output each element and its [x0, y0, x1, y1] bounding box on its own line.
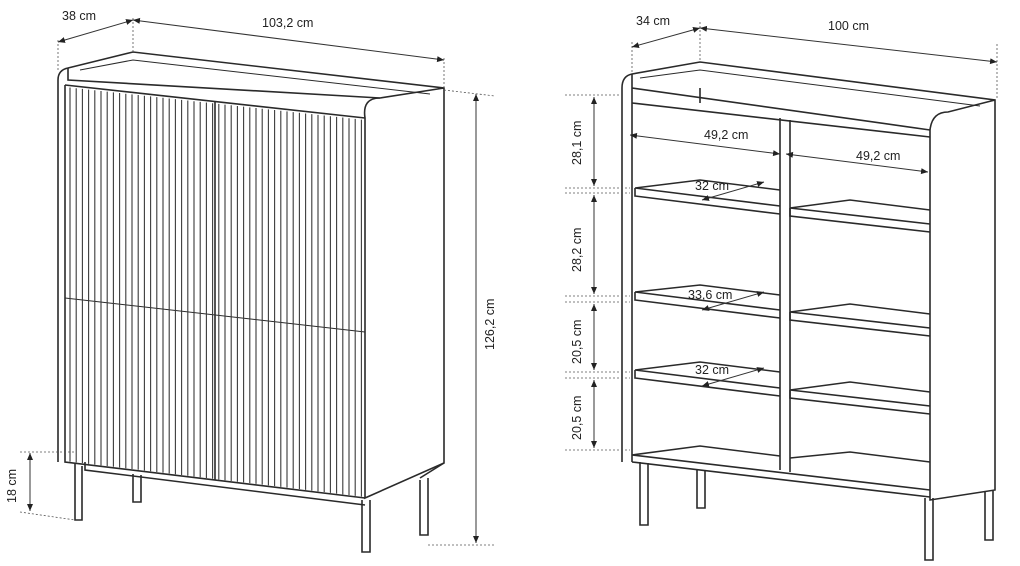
label-leg-height: 18 cm: [5, 469, 19, 503]
leg: [696, 470, 706, 509]
label-compartment-height-1: 28,1 cm: [570, 121, 584, 165]
label-compartment-height-4: 20,5 cm: [570, 396, 584, 440]
label-shelf-depth-2: 33,6 cm: [688, 288, 732, 302]
leg: [984, 491, 994, 541]
door-flutes: [69, 87, 362, 497]
label-height: 126,2 cm: [483, 299, 497, 350]
label-width: 100 cm: [828, 19, 869, 33]
leg: [924, 498, 934, 561]
leg: [132, 474, 142, 503]
label-compartment-height-2: 28,2 cm: [570, 228, 584, 272]
label-compartment-width-left: 49,2 cm: [704, 128, 748, 142]
left-dimensions: 38 cm 103,2 cm 126,2 cm 18 cm: [5, 9, 497, 546]
label-compartment-height-3: 20,5 cm: [570, 320, 584, 364]
label-shelf-depth-3: 32 cm: [695, 363, 729, 377]
label-compartment-width-right: 49,2 cm: [856, 149, 900, 163]
label-depth: 34 cm: [636, 14, 670, 28]
label-width: 103,2 cm: [262, 16, 313, 30]
fluted-cabinet: [57, 51, 445, 553]
right-dimensions: 34 cm 100 cm 28,1 cm 28,2 cm 20,5 cm 20,…: [565, 14, 998, 451]
label-depth: 38 cm: [62, 9, 96, 23]
label-shelf-depth-1: 32 cm: [695, 179, 729, 193]
leg: [361, 500, 371, 553]
leg: [419, 478, 429, 536]
leg: [74, 464, 83, 521]
leg: [639, 462, 649, 526]
open-shelf-cabinet: [621, 61, 996, 561]
